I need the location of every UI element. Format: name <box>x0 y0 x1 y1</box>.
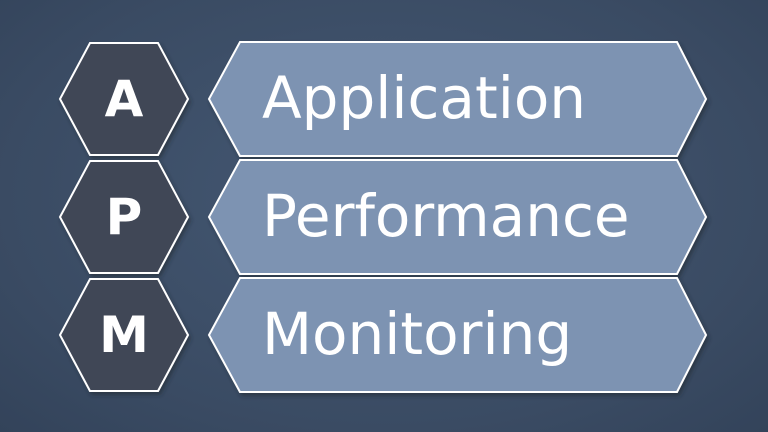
hexagon-p <box>58 160 190 274</box>
banner-monitoring <box>207 277 708 393</box>
word-application: Application <box>262 64 587 132</box>
banner-application <box>207 41 708 157</box>
letter-p: P <box>105 188 143 246</box>
word-performance: Performance <box>262 182 630 250</box>
letter-a: A <box>104 70 144 128</box>
letter-m: M <box>99 306 149 364</box>
word-monitoring: Monitoring <box>262 300 573 368</box>
hexagon-m <box>58 278 190 392</box>
banner-performance <box>207 159 708 275</box>
hexagon-a <box>58 42 190 156</box>
